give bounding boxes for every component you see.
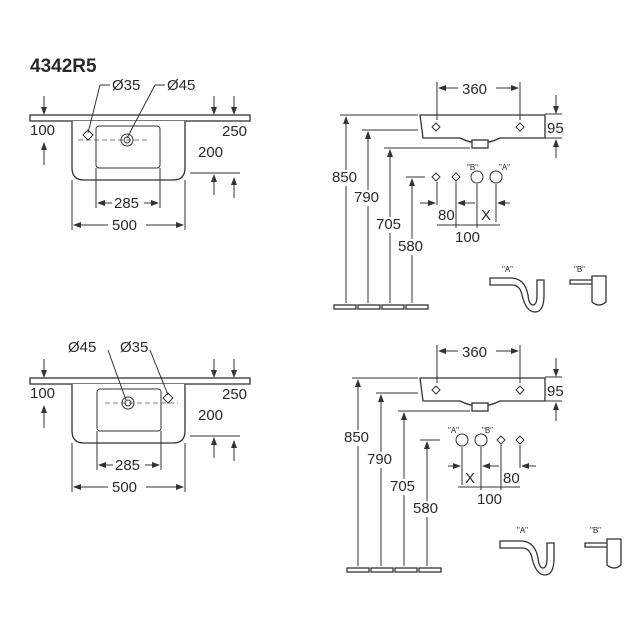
trap-a (489, 277, 545, 313)
hole-spacing-dim: 360 (462, 81, 487, 98)
trap-b (569, 275, 607, 306)
hole-spacing-dim: 360 (462, 344, 487, 361)
basin-depth-dim: 200 (198, 144, 223, 161)
dim-x: X (465, 470, 475, 487)
countertop (29, 377, 251, 385)
basin-side (419, 377, 546, 407)
tap-hole (121, 396, 135, 410)
elevation-view-right-hole: 360 95 850 790 705 580 "B" "A" 80 X 100 … (332, 81, 607, 313)
bowl-outline (95, 125, 161, 169)
height-705-dim: 705 (390, 478, 415, 495)
overflow-hole (162, 392, 174, 404)
small-hole-diameter: Ø35 (120, 339, 148, 356)
dim-x: X (481, 207, 491, 224)
trap-a-label: "A" (502, 265, 513, 274)
overflow-hole (82, 129, 94, 141)
elevation-view-left-hole: 360 95 850 790 705 580 "A" "B" X 80 100 … (344, 344, 622, 576)
height-580-dim: 580 (413, 500, 438, 517)
tap-hole-diameter: Ø45 (68, 339, 96, 356)
dim-80: 80 (503, 470, 520, 487)
connection-label-b: "B" (482, 426, 493, 435)
basin-outline (71, 121, 186, 181)
total-depth-dim: 250 (222, 123, 247, 140)
bowl-width-dim: 285 (114, 195, 139, 212)
basin-outline (71, 384, 186, 444)
plan-view-right-hole: Ø35 Ø45 100 250 200 285 500 (29, 77, 251, 234)
height-850-dim: 850 (332, 169, 357, 186)
connection-label-a: "A" (499, 163, 510, 172)
dim-100: 100 (455, 229, 480, 246)
tap-hole-diameter: Ø45 (167, 77, 195, 94)
countertop (29, 114, 251, 122)
trap-b-label: "B" (590, 526, 601, 535)
model-number: 4342R5 (30, 56, 97, 77)
hole-depth-dim: 100 (30, 122, 55, 139)
height-580-dim: 580 (398, 238, 423, 255)
trap-b-label: "B" (574, 265, 585, 274)
total-width-dim: 500 (112, 479, 137, 496)
connection-label-a: "A" (448, 426, 459, 435)
basin-depth-dim: 200 (198, 407, 223, 424)
tap-hole (120, 133, 134, 147)
trap-b (584, 538, 622, 569)
basin-height-dim: 95 (547, 383, 564, 400)
basin-height-dim: 95 (547, 120, 564, 137)
small-hole-diameter: Ø35 (112, 77, 140, 94)
height-790-dim: 790 (367, 451, 392, 468)
bowl-outline (96, 388, 162, 432)
height-850-dim: 850 (344, 429, 369, 446)
dim-100: 100 (477, 491, 502, 508)
height-705-dim: 705 (376, 216, 401, 233)
total-depth-dim: 250 (222, 386, 247, 403)
basin-side (419, 114, 546, 144)
bowl-width-dim: 285 (115, 457, 140, 474)
dim-80: 80 (438, 207, 455, 224)
plan-view-left-hole: Ø45 Ø35 100 250 200 285 500 (29, 339, 251, 496)
connection-label-b: "B" (467, 163, 478, 172)
trap-a (499, 540, 555, 576)
height-790-dim: 790 (354, 189, 379, 206)
total-width-dim: 500 (112, 217, 137, 234)
trap-a-label: "A" (517, 526, 528, 535)
hole-depth-dim: 100 (30, 385, 55, 402)
